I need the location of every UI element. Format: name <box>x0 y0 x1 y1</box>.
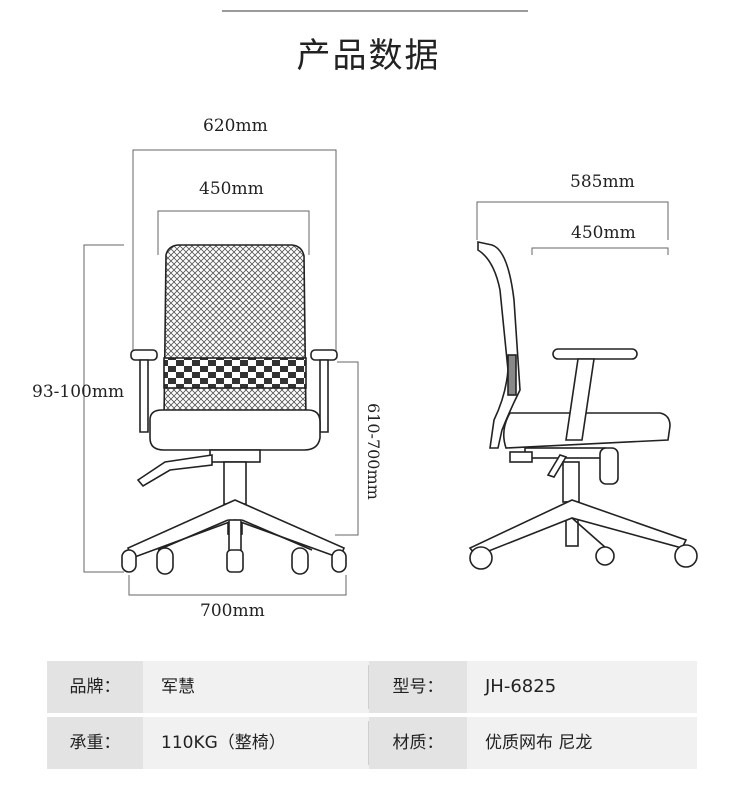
spec-row: 品牌： 军慧 型号： JH-6825 <box>47 661 697 713</box>
front-chair <box>121 244 347 575</box>
top-divider <box>222 10 528 12</box>
column-divider <box>368 721 369 765</box>
spec-table: 品牌： 军慧 型号： JH-6825 承重： 110KG（整椅） 材质： 优质网… <box>47 661 697 775</box>
spec-row: 承重： 110KG（整椅） 材质： 优质网布 尼龙 <box>47 717 697 769</box>
model-label: 型号： <box>369 661 467 713</box>
dim-front-seat-height: 610-700mm <box>364 403 383 500</box>
brand-value: 军慧 <box>161 677 195 697</box>
brand-label: 品牌： <box>47 661 143 713</box>
load-value: 110KG（整椅） <box>161 733 286 753</box>
front-dimension-lines <box>83 149 359 596</box>
side-dimension-lines <box>476 201 669 255</box>
material-label: 材质： <box>369 717 467 769</box>
page-title: 产品数据 <box>296 36 441 76</box>
dim-front-base-width: 700mm <box>200 601 265 621</box>
material-value: 优质网布 尼龙 <box>485 733 593 753</box>
dim-side-depth: 585mm <box>570 172 635 192</box>
column-divider <box>368 665 369 709</box>
dim-front-height: 93-100mm <box>32 382 125 402</box>
model-value: JH-6825 <box>485 676 557 697</box>
load-label: 承重： <box>47 717 143 769</box>
dim-side-seat-depth: 450mm <box>571 223 636 243</box>
side-chair <box>468 241 698 570</box>
dim-front-back-width: 450mm <box>199 179 264 199</box>
dim-front-total-width: 620mm <box>203 116 268 136</box>
chair-diagram <box>83 149 698 596</box>
